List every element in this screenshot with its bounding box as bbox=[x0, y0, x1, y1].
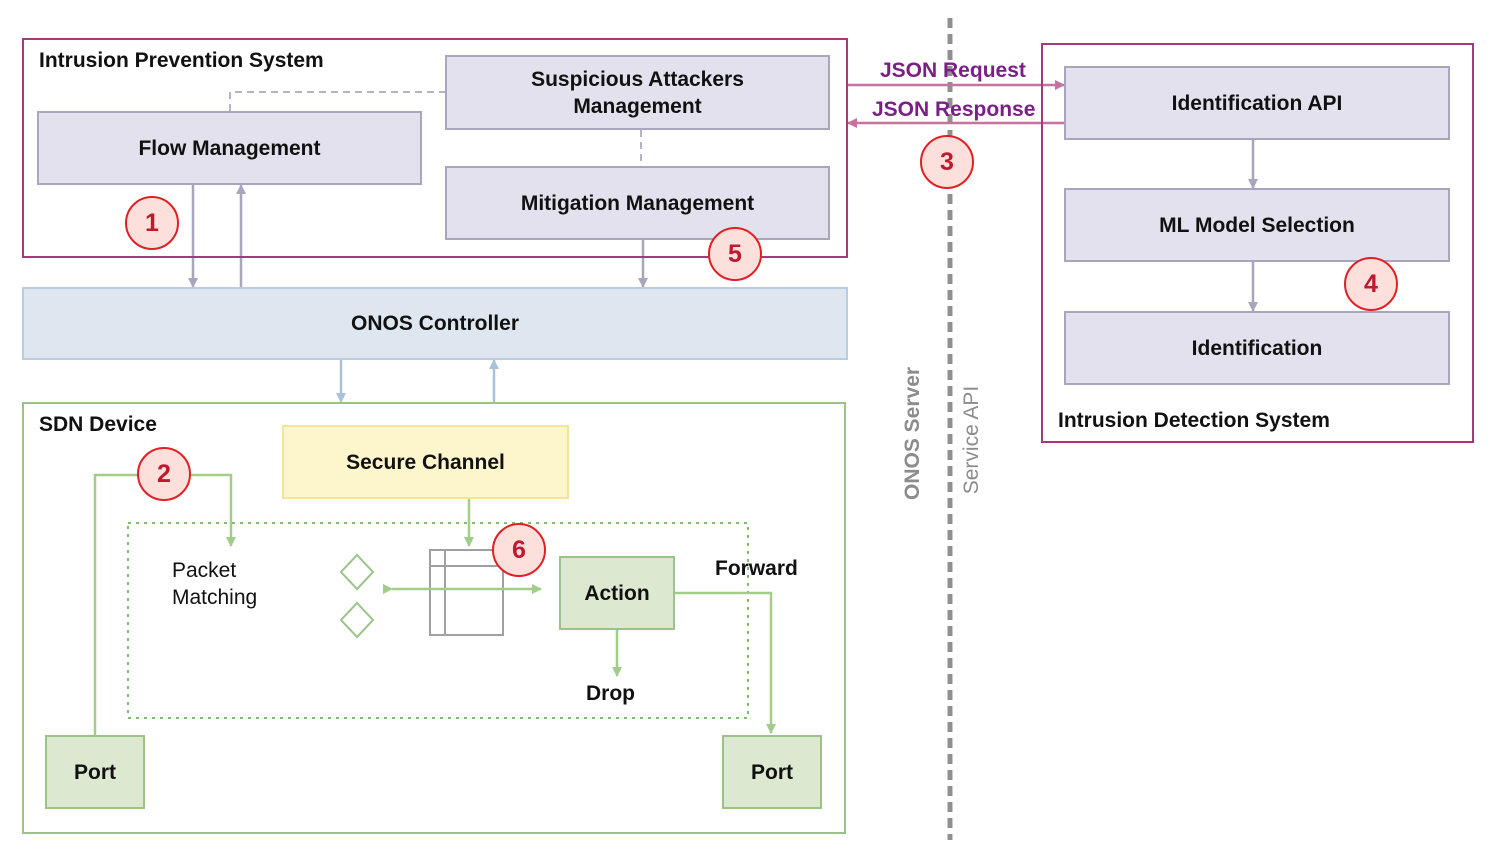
step-badge-1: 1 bbox=[125, 196, 179, 250]
onos-server-label: ONOS Server bbox=[901, 366, 924, 500]
sdn-device-title: SDN Device bbox=[39, 413, 157, 436]
step-badge-2: 2 bbox=[137, 447, 191, 501]
action-box: Action bbox=[559, 556, 675, 630]
identification-api-box: Identification API bbox=[1064, 66, 1450, 140]
step-badge-5: 5 bbox=[708, 227, 762, 281]
port-right-label: Port bbox=[751, 760, 793, 784]
dashed-flow-suspicious bbox=[229, 91, 445, 111]
flow-management-box: Flow Management bbox=[37, 111, 422, 185]
step-badge-6: 6 bbox=[492, 523, 546, 577]
ips-title: Intrusion Prevention System bbox=[39, 49, 324, 72]
port-right-box: Port bbox=[722, 735, 822, 809]
onos-controller-label: ONOS Controller bbox=[350, 312, 519, 335]
ids-title: Intrusion Detection System bbox=[1058, 409, 1330, 432]
ml-model-selection-box: ML Model Selection bbox=[1064, 188, 1450, 262]
mitigation-management-label: Mitigation Management bbox=[520, 191, 755, 215]
identification-api-label: Identification API bbox=[1171, 91, 1343, 115]
port-left-box: Port bbox=[45, 735, 145, 809]
ids-region: Intrusion Detection System bbox=[1041, 43, 1474, 443]
flow-management-label: Flow Management bbox=[138, 136, 321, 160]
service-api-label: Service API bbox=[960, 385, 983, 495]
decision-diamond-icons bbox=[339, 553, 375, 639]
forward-label: Forward bbox=[715, 557, 798, 580]
onos-controller-box: ONOS Controller bbox=[22, 287, 848, 360]
ips-region: Intrusion Prevention System bbox=[22, 38, 848, 258]
packet-matching-label: Packet Matching bbox=[172, 559, 258, 609]
suspicious-attackers-box: Suspicious Attackers Management bbox=[445, 55, 830, 130]
secure-channel-box: Secure Channel bbox=[282, 425, 569, 499]
sdn-device-region: SDN Device bbox=[22, 402, 846, 834]
step-badge-4: 4 bbox=[1344, 257, 1398, 311]
ml-model-selection-label: ML Model Selection bbox=[1159, 213, 1355, 237]
json-request-label: JSON Request bbox=[880, 59, 1026, 82]
secure-channel-label: Secure Channel bbox=[346, 450, 505, 474]
identification-label: Identification bbox=[1191, 336, 1323, 360]
suspicious-attackers-label: Suspicious Attackers Management bbox=[531, 67, 744, 118]
port-left-label: Port bbox=[74, 760, 116, 784]
identification-box: Identification bbox=[1064, 311, 1450, 385]
action-label: Action bbox=[584, 581, 650, 605]
mitigation-management-box: Mitigation Management bbox=[445, 166, 830, 240]
line-action-to-port bbox=[675, 591, 776, 734]
drop-label: Drop bbox=[586, 682, 635, 705]
json-response-label: JSON Response bbox=[872, 98, 1036, 121]
step-badge-3: 3 bbox=[920, 135, 974, 189]
